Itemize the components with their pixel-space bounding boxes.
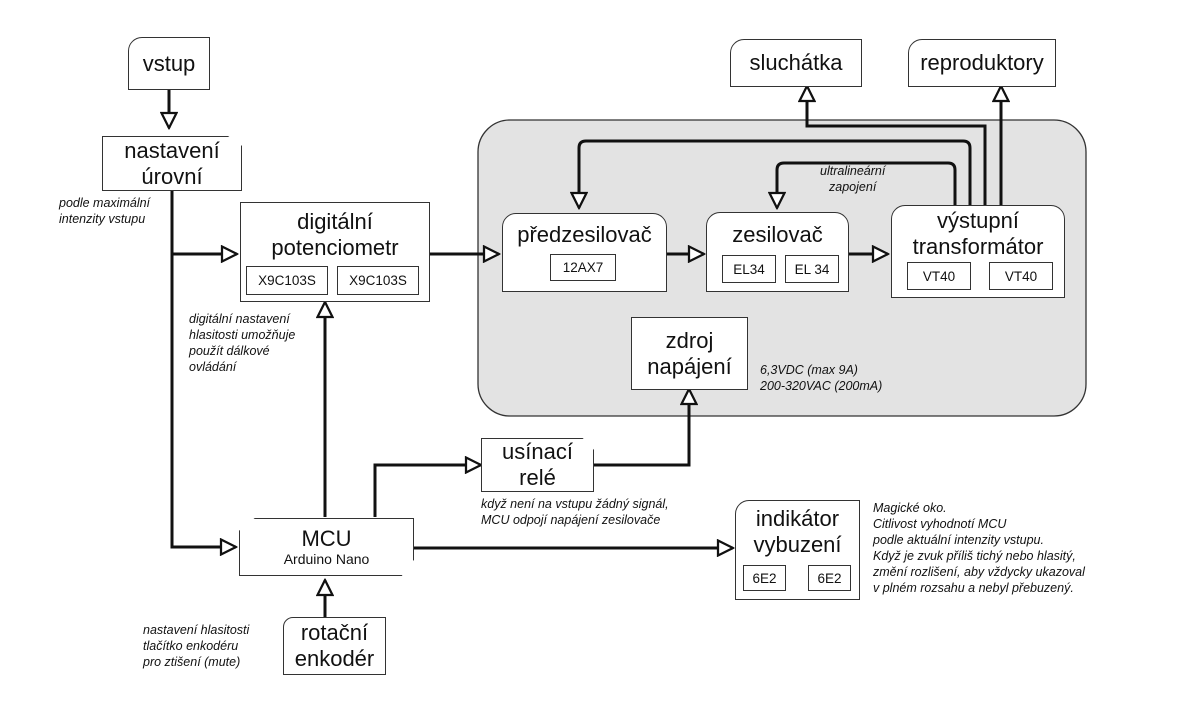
- reproduktory-box: reproduktory: [908, 39, 1056, 87]
- digitalni-potenciometr-label: digitální potenciometr: [271, 209, 399, 260]
- rotacni-enkoder-label: rotační enkodér: [294, 620, 375, 671]
- pot-chip-2: X9C103S: [337, 266, 419, 295]
- sluchatka-box: sluchátka: [730, 39, 862, 87]
- mcu-title: MCU: [301, 526, 352, 551]
- arrow-feedback-predzesilovac: [579, 139, 972, 208]
- zesilovac-chip-1: EL34: [722, 255, 776, 283]
- vstup-box: vstup: [128, 37, 210, 90]
- zdroj-napajeni-box: zdroj napájení: [631, 317, 748, 390]
- note-magicke-oko: Magické oko. Citlivost vyhodnotí MCU pod…: [873, 501, 1085, 595]
- nastaveni-urovni-box: nastavení úrovní: [102, 136, 242, 191]
- arrow-ultralinearni: [777, 161, 957, 208]
- indikator-vybuzeni-box: indikátor vybuzení: [735, 500, 860, 600]
- trafo-chip-1: VT40: [907, 262, 971, 290]
- indikator-chip-1: 6E2: [743, 565, 786, 591]
- mcu-subtitle: Arduino Nano: [283, 551, 370, 567]
- arrow-mcu-rele: [373, 465, 481, 517]
- predzesilovac-chip: 12AX7: [550, 254, 616, 281]
- usinaci-rele-label: usínací relé: [502, 439, 573, 490]
- note-rele-popis: když není na vstupu žádný signál, MCU od…: [481, 497, 669, 527]
- indikator-chip-2: 6E2: [808, 565, 851, 591]
- nastaveni-urovni-label: nastavení úrovní: [124, 137, 220, 189]
- indikator-vybuzeni-label: indikátor vybuzení: [753, 506, 842, 557]
- vstup-label: vstup: [142, 50, 196, 76]
- arrow-nastaveni-mcu: [170, 190, 236, 547]
- note-digitalni-nastaveni: digitální nastavení hlasitosti umožňuje …: [189, 312, 296, 374]
- zdroj-napajeni-label: zdroj napájení: [647, 327, 732, 379]
- usinaci-rele-box: usínací relé: [481, 438, 594, 492]
- mcu-box: MCU Arduino Nano: [239, 518, 414, 576]
- reproduktory-label: reproduktory: [920, 50, 1044, 75]
- predzesilovac-label: předzesilovač: [517, 222, 652, 247]
- zesilovac-label: zesilovač: [732, 222, 823, 247]
- zesilovac-chip-2: EL 34: [785, 255, 839, 283]
- vystupni-transformator-label: výstupní transformátor: [912, 208, 1044, 259]
- note-ultralinearni: ultralineární zapojení: [820, 164, 886, 194]
- note-enkoder-popis: nastavení hlasitosti tlačítko enkodéru p…: [143, 623, 250, 669]
- trafo-chip-2: VT40: [989, 262, 1053, 290]
- note-napajeni-specs: 6,3VDC (max 9A) 200-320VAC (200mA): [760, 363, 883, 393]
- rotacni-enkoder-box: rotační enkodér: [283, 617, 386, 675]
- arrow-trafo-sluchatka: [807, 86, 987, 207]
- pot-chip-1: X9C103S: [246, 266, 328, 295]
- arrow-rele-zdroj: [594, 389, 689, 467]
- sluchatka-label: sluchátka: [749, 50, 843, 75]
- note-podle-intenzity: podle maximální intenzity vstupu: [59, 196, 151, 226]
